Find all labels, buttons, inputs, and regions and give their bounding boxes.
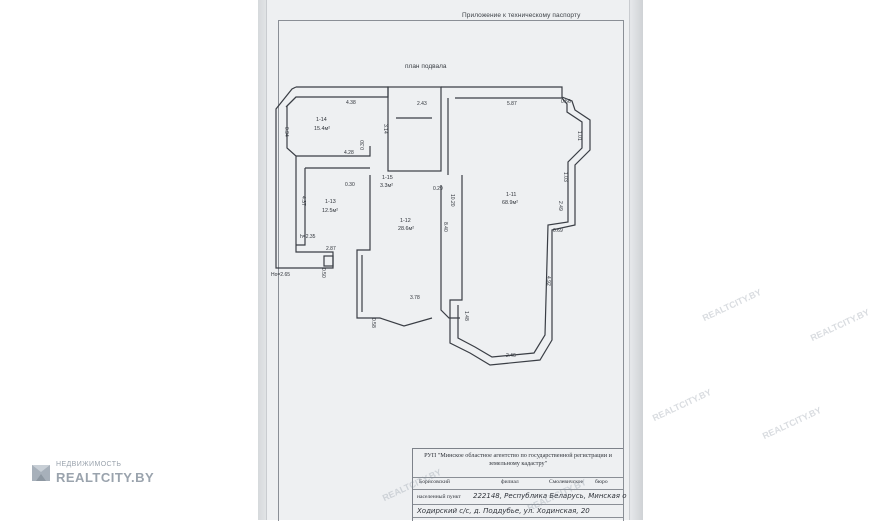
inner-wall-left xyxy=(285,96,297,108)
room-1-11-id: 1-11 xyxy=(506,192,516,198)
room-1-12-id: 1-12 xyxy=(400,218,411,224)
dim-437: 4.37 xyxy=(300,196,306,206)
dim-246: 2.46 xyxy=(506,353,516,359)
room-1-12-area: 28.6м² xyxy=(398,226,414,232)
room-1-14-area: 15.4м² xyxy=(314,126,330,132)
dim-492: 4.92 xyxy=(545,276,551,286)
dim-314: 3.14 xyxy=(382,124,388,134)
height-h: h=2.35 xyxy=(300,234,316,240)
dim-428: 4.28 xyxy=(344,150,354,156)
niche xyxy=(323,255,334,267)
dim-1020: 10.20 xyxy=(449,194,455,207)
outer-wall-right xyxy=(441,86,591,366)
room-1-14-id: 1-14 xyxy=(316,117,327,123)
stamp-branch: Борисовский xyxy=(419,479,450,485)
logo-house-icon xyxy=(32,465,50,481)
title-block-stamp: РУП "Минское областное агентство по госу… xyxy=(412,448,627,521)
room-1-13-side xyxy=(296,168,306,246)
stamp-bureau-name: Смолевичское xyxy=(549,479,583,485)
dim-587: 5.87 xyxy=(507,101,517,107)
dim-050: 0.50 xyxy=(320,268,326,278)
dim-148: 1.48 xyxy=(463,311,469,321)
plan-walls xyxy=(275,86,591,366)
stamp-address-line-2: Ходирский с/с, д. Поддубье, ул. Ходинска… xyxy=(417,507,590,515)
room-1-12-wall xyxy=(356,175,380,319)
logo-name: REALTCITY.BY xyxy=(56,470,155,485)
stamp-filial: филиал xyxy=(501,479,519,485)
dim-056: 0.56 xyxy=(561,99,571,105)
room-labels: 1-14 15.4м² 1-15 3.3м² 1-13 12.5м² 1-12 … xyxy=(314,117,518,232)
dim-094: 0.94 xyxy=(283,127,289,137)
plan-title: план подвала xyxy=(405,63,447,70)
outer-wall-left xyxy=(275,86,389,269)
document-header: Приложение к техническому паспорту xyxy=(462,12,581,19)
dim-378: 3.78 xyxy=(410,295,420,301)
dim-243: 2.43 xyxy=(417,101,427,107)
stair-shaft xyxy=(387,86,442,172)
stamp-bureau-label: бюро xyxy=(595,479,608,485)
partition-1-12-1-11 xyxy=(440,185,460,319)
stamp-address-line-1: 222148, Республика Беларусь, Минская о xyxy=(473,492,627,500)
logo-subtitle: НЕДВИЖИМОСТЬ xyxy=(56,461,122,468)
dim-058: 0.58 xyxy=(370,318,376,328)
dimension-labels: 4.38 2.43 5.87 0.56 0.94 3.14 1.01 4.28 … xyxy=(271,99,582,359)
dim-438: 4.38 xyxy=(346,100,356,106)
height-ho: Ho=2.65 xyxy=(271,272,290,278)
dim-029: 0.29 xyxy=(433,186,443,192)
stamp-organization: РУП "Минское областное агентство по госу… xyxy=(424,452,612,467)
inner-wall-right xyxy=(455,97,583,358)
room-1-11-area: 68.9м² xyxy=(502,200,518,206)
room-1-13-area: 12.5м² xyxy=(322,208,338,214)
dim-287: 2.87 xyxy=(326,246,336,252)
page-frame xyxy=(278,20,624,521)
dim-101: 1.01 xyxy=(576,131,582,141)
room-1-15-area: 3.3м² xyxy=(380,183,393,189)
stamp-place-label: населенный пункт xyxy=(417,494,461,500)
dim-103: 1.03 xyxy=(562,172,568,182)
room-1-15-id: 1-15 xyxy=(382,175,393,181)
room-1-14-wall xyxy=(296,146,371,157)
door-arc xyxy=(379,317,433,327)
dim-030b: 0.30 xyxy=(345,182,355,188)
dim-249: 2.49 xyxy=(557,201,563,211)
dim-069: 0.69 xyxy=(553,228,563,234)
dim-030a: 0.30 xyxy=(360,140,366,150)
dim-840: 8.40 xyxy=(442,222,448,232)
room-1-13-id: 1-13 xyxy=(325,199,336,205)
